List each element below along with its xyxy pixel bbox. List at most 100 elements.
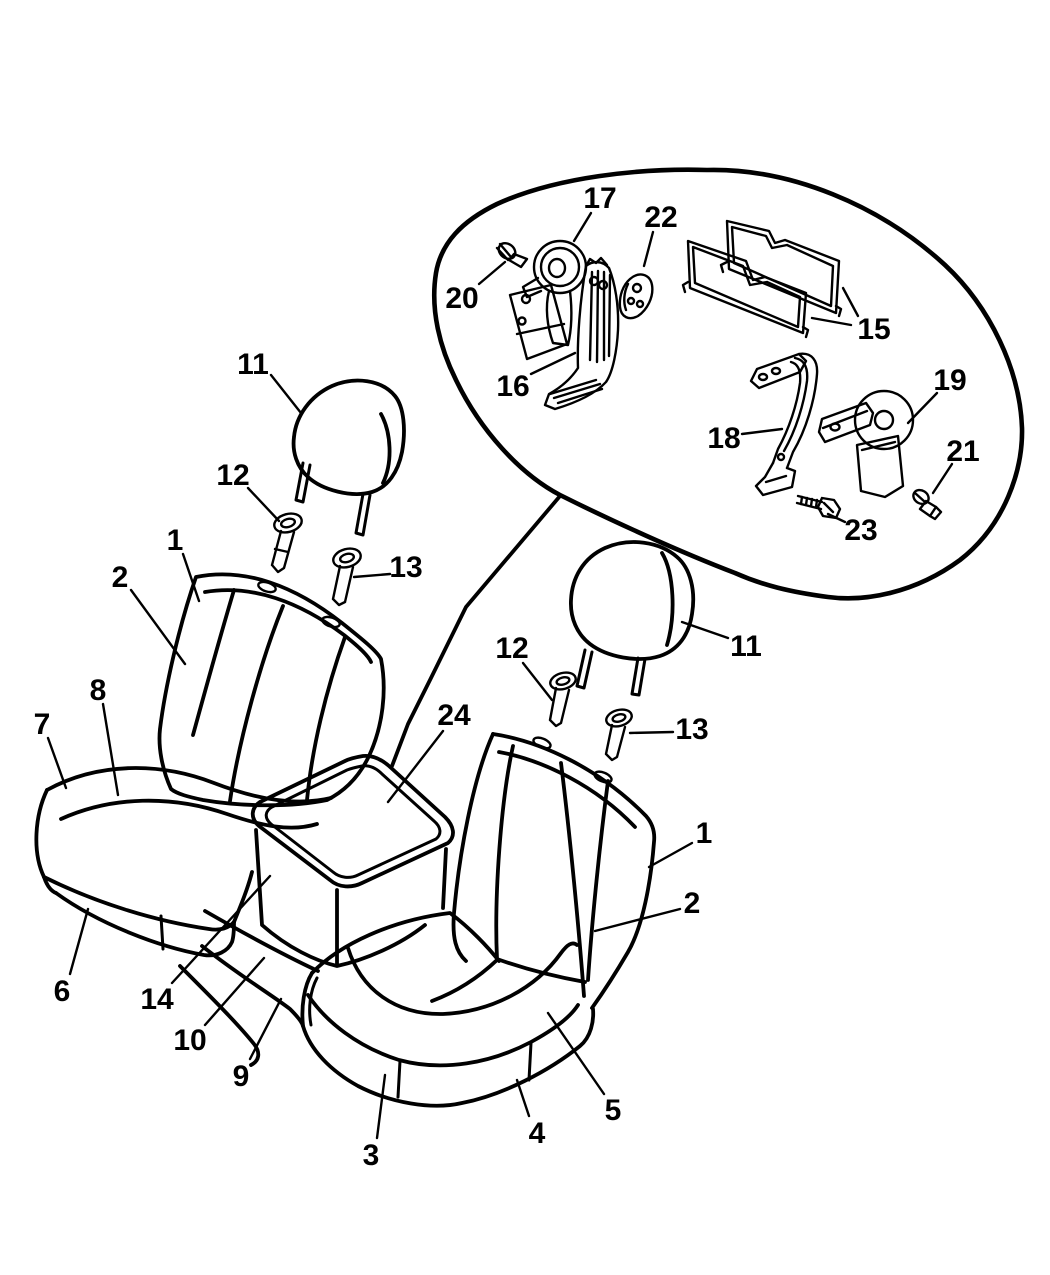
armrest-lid-inner bbox=[264, 764, 442, 879]
callout-13: 13 bbox=[389, 551, 422, 584]
callout-16-leader bbox=[529, 351, 577, 376]
left-cushion-rim bbox=[45, 766, 333, 804]
headrest-guide-hole bbox=[593, 770, 613, 784]
detail-bubble-tail bbox=[390, 494, 562, 768]
part-20-screw bbox=[495, 241, 529, 269]
callout-11-leader bbox=[680, 620, 730, 640]
part-16-bracket bbox=[508, 256, 620, 411]
left-seat-back-outline bbox=[157, 572, 386, 808]
part-21-screw bbox=[912, 488, 943, 521]
callout-15: 15 bbox=[857, 313, 890, 346]
callout-23-leader bbox=[826, 512, 847, 524]
left-cushion-front-rim bbox=[42, 875, 236, 932]
callout-15-leader bbox=[841, 286, 860, 318]
right-cushion-front-rim bbox=[306, 993, 580, 1068]
callout-21-leader bbox=[931, 462, 954, 495]
callout-8: 8 bbox=[90, 674, 107, 707]
callout-24: 24 bbox=[437, 699, 471, 732]
headrest-guide-hole bbox=[532, 736, 552, 750]
part-19-recliner-mechanism bbox=[817, 389, 915, 499]
callout-7-leader bbox=[46, 736, 68, 790]
callout-10: 10 bbox=[173, 1024, 206, 1057]
callout-4: 4 bbox=[529, 1117, 546, 1150]
right-seat-back-band bbox=[497, 750, 637, 829]
callout-3: 3 bbox=[363, 1139, 380, 1172]
callout-12-leader bbox=[521, 661, 554, 702]
left-seat-back-band bbox=[203, 588, 373, 664]
right-cushion-outline bbox=[300, 971, 596, 1108]
callout-3-leader bbox=[375, 1073, 387, 1140]
right-seat-back-bottom bbox=[430, 957, 587, 1003]
callout-18-leader bbox=[740, 427, 784, 436]
callout-4-leader bbox=[515, 1078, 531, 1118]
callout-2-leader bbox=[129, 588, 187, 666]
part-18-riser-bracket bbox=[749, 352, 819, 497]
callout-1: 1 bbox=[696, 817, 713, 850]
callout-1: 1 bbox=[167, 524, 184, 557]
callout-2: 2 bbox=[684, 887, 701, 920]
callout-5: 5 bbox=[605, 1094, 622, 1127]
left-seat bbox=[34, 572, 386, 958]
right-headrest-posts bbox=[575, 648, 647, 697]
headrest-guide-hole bbox=[257, 580, 277, 594]
callout-7: 7 bbox=[34, 708, 51, 741]
right-headrest-group bbox=[548, 540, 696, 762]
callout-13: 13 bbox=[675, 713, 708, 746]
callout-22-leader bbox=[642, 230, 655, 268]
callout-20: 20 bbox=[445, 282, 478, 315]
headrest-guide-pin-13-right bbox=[604, 708, 633, 762]
right-cushion-bolster-rim bbox=[310, 911, 501, 975]
part-23-bolt bbox=[795, 494, 842, 520]
part-15-back-panels bbox=[681, 219, 843, 339]
callout-8-leader bbox=[101, 702, 120, 797]
callout-20-leader bbox=[477, 260, 507, 286]
right-cushion-u-seam bbox=[346, 941, 579, 1016]
callout-6-leader bbox=[68, 907, 90, 976]
callout-11-leader bbox=[269, 373, 303, 415]
right-headrest-seam bbox=[660, 551, 675, 647]
right-cushion-creases bbox=[396, 1041, 533, 1099]
callout-16: 16 bbox=[496, 370, 529, 403]
callout-13-leader bbox=[352, 572, 392, 579]
callout-1-leader bbox=[647, 841, 694, 869]
callout-14: 14 bbox=[140, 983, 174, 1016]
callout-22: 22 bbox=[644, 201, 677, 234]
center-console bbox=[178, 753, 455, 1067]
left-cushion-right-end bbox=[232, 870, 254, 924]
headrest-guide-pin-12-left bbox=[270, 512, 303, 574]
right-seat-back-left-edge bbox=[451, 732, 495, 963]
right-headrest bbox=[569, 540, 696, 661]
right-seat-back-seams bbox=[494, 744, 610, 998]
left-headrest-group bbox=[270, 378, 406, 607]
callout-9-leader bbox=[248, 997, 283, 1061]
callout-17-leader bbox=[572, 211, 593, 243]
right-seat-back-outline bbox=[491, 732, 657, 1010]
detail-bubble bbox=[390, 167, 1025, 768]
callout-12-leader bbox=[246, 486, 281, 523]
callout-10-leader bbox=[203, 956, 266, 1027]
callout-19-leader bbox=[906, 391, 939, 425]
callout-19: 19 bbox=[933, 364, 966, 397]
callout-12: 12 bbox=[495, 632, 528, 665]
armrest-lid-outline bbox=[250, 753, 455, 889]
left-headrest-seam bbox=[379, 412, 392, 485]
part-17-recliner-cover bbox=[521, 239, 588, 347]
headrest-guide-pin-12-right bbox=[548, 671, 577, 728]
right-seat bbox=[300, 732, 657, 1108]
callout-18: 18 bbox=[707, 422, 740, 455]
center-base-edge bbox=[178, 964, 261, 1067]
callout-2: 2 bbox=[112, 561, 129, 594]
callout-6: 6 bbox=[54, 975, 71, 1008]
callout-13-leader bbox=[628, 730, 675, 735]
left-seat-back-seams bbox=[191, 588, 347, 803]
callout-24-leader bbox=[386, 729, 445, 804]
left-cushion-crease bbox=[159, 914, 165, 951]
left-cushion-bolster-seam bbox=[59, 798, 319, 830]
callout-14-leader bbox=[170, 874, 272, 985]
callout-9: 9 bbox=[233, 1060, 250, 1093]
callout-1-leader bbox=[181, 552, 201, 603]
callout-5-leader bbox=[546, 1011, 606, 1096]
